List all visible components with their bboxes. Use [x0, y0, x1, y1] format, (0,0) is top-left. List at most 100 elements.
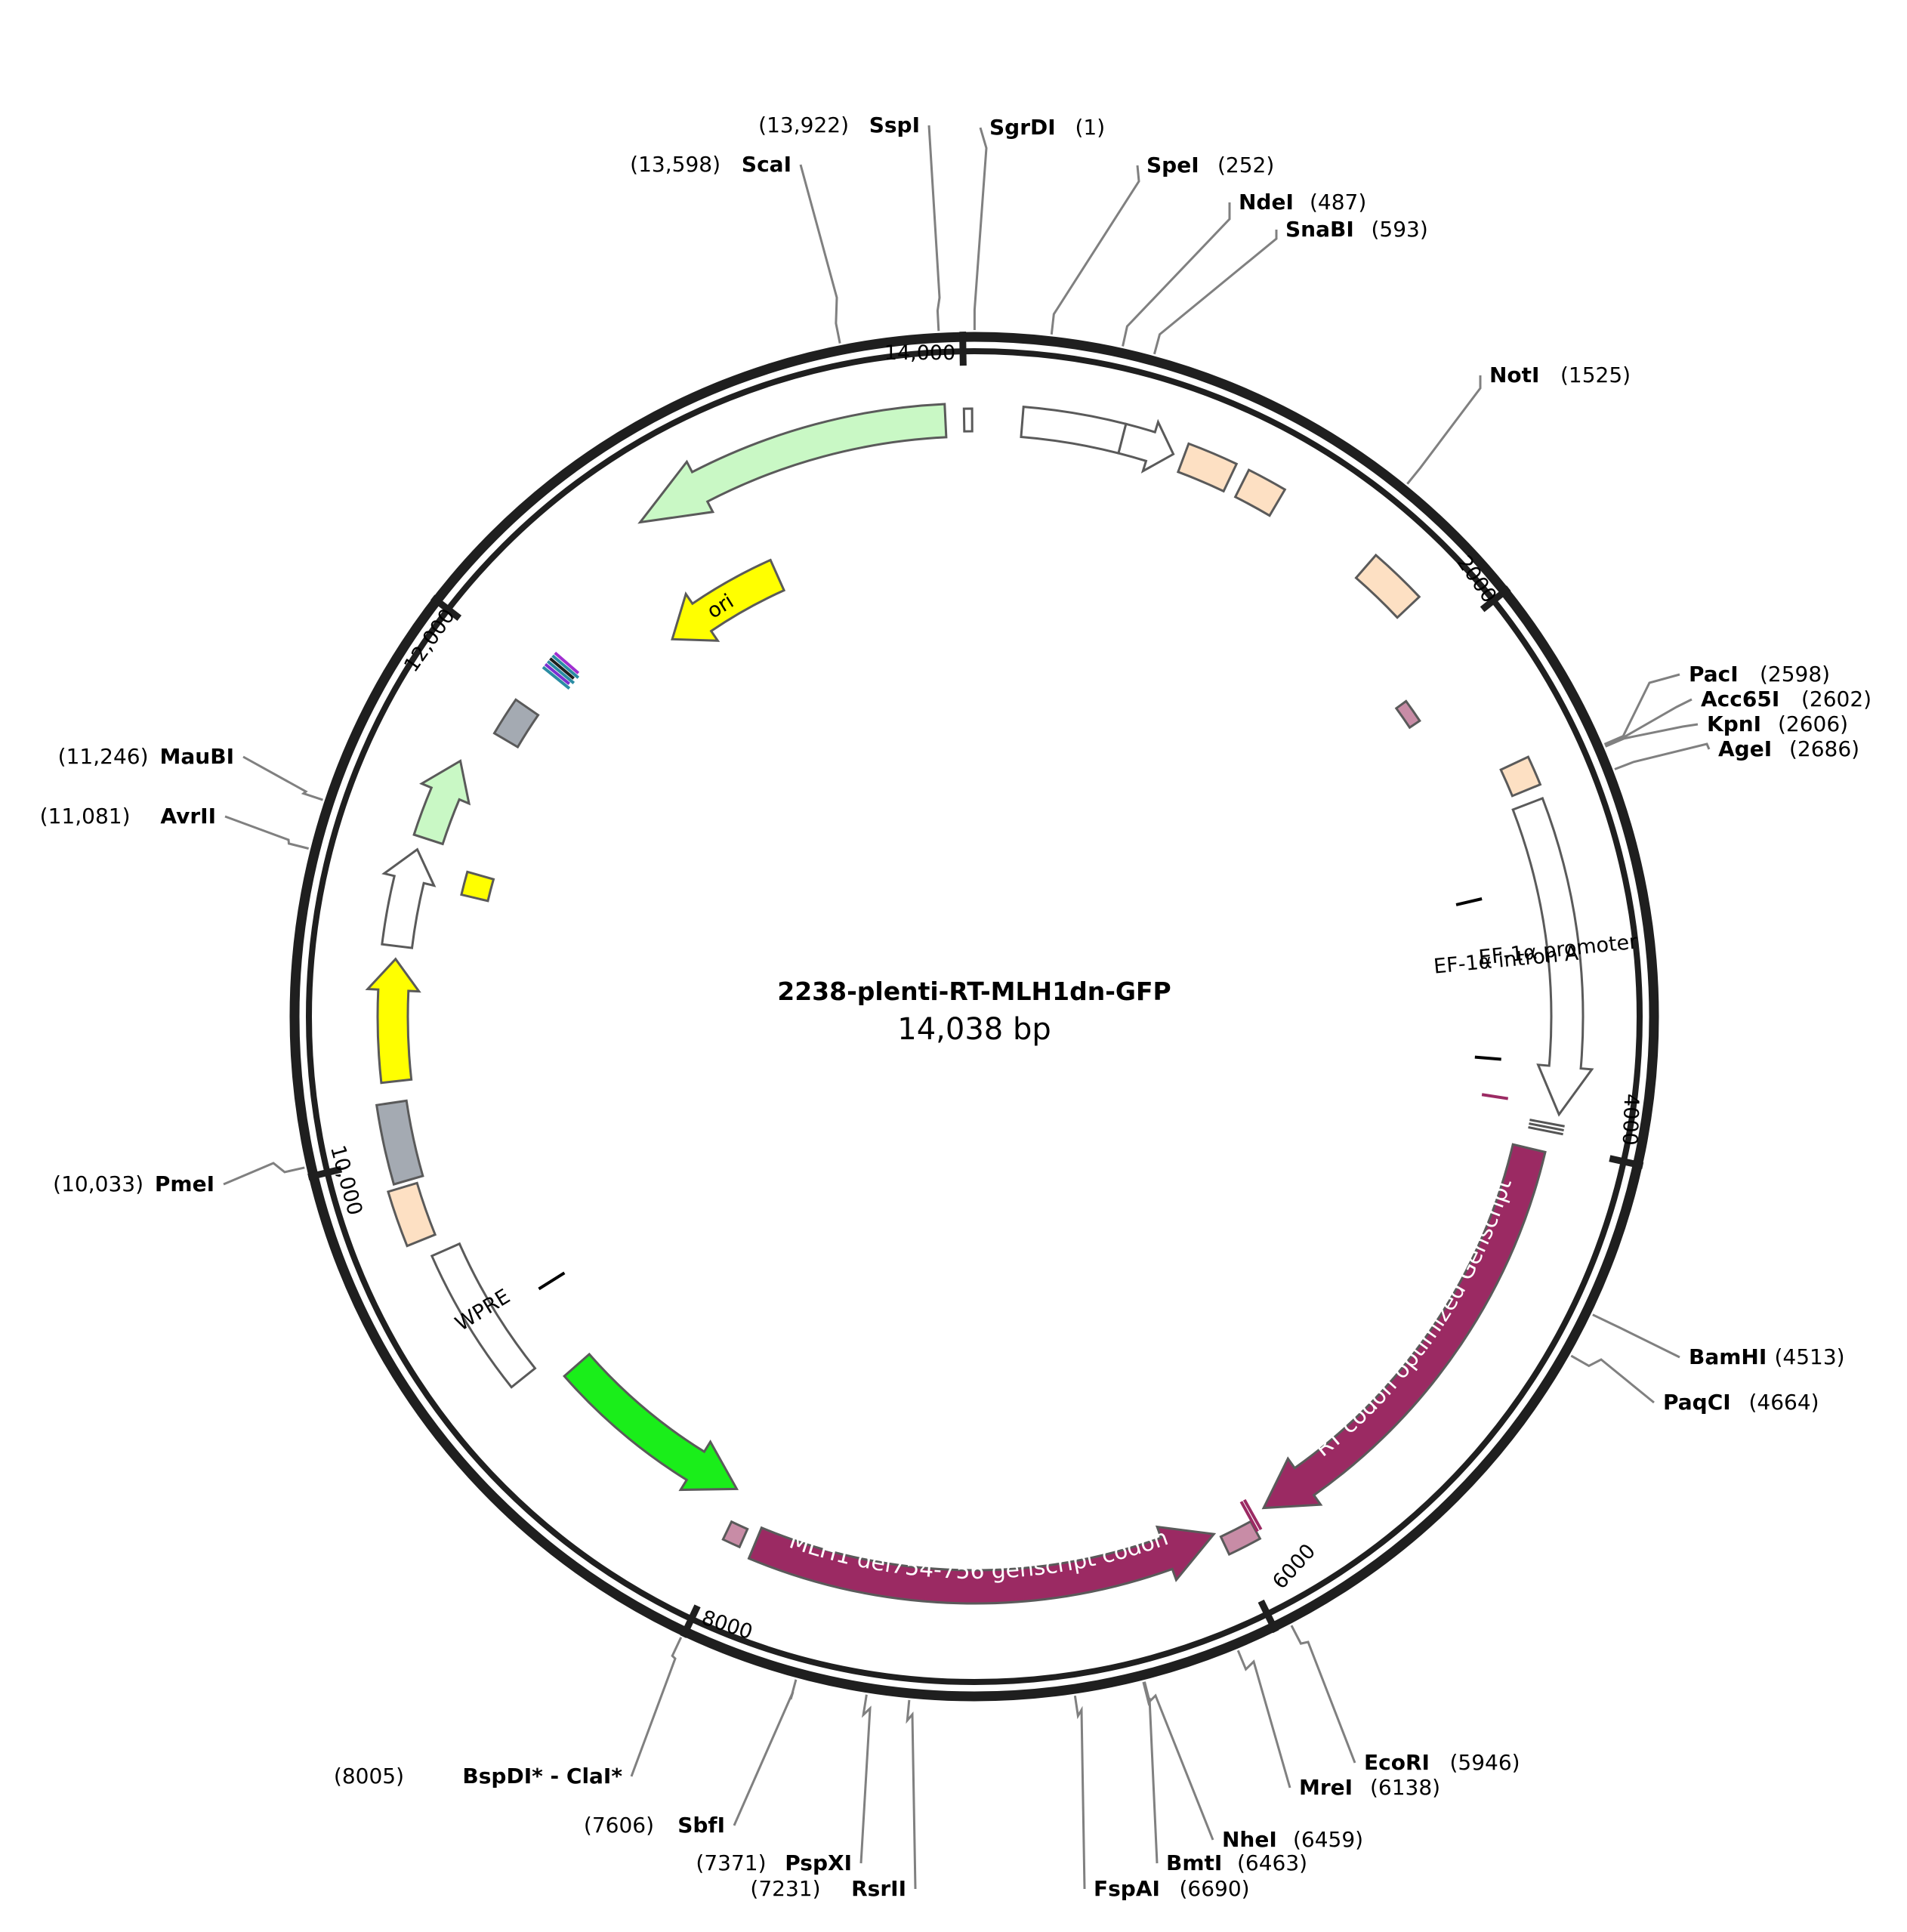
restriction-site-label: BmtI (6463) [1166, 1850, 1307, 1875]
site-leader-line [1050, 165, 1140, 335]
site-name: SspI [869, 113, 920, 137]
site-position: (8005) [334, 1764, 404, 1788]
site-position: (6138) [1370, 1775, 1440, 1800]
tick-mark [1480, 585, 1511, 613]
feature-label-rt: RT codon optimized Genscript [1310, 1175, 1517, 1462]
feature-marker-line [1242, 1498, 1263, 1531]
feature-peach-box [387, 1181, 437, 1248]
restriction-site-label: KpnI (2606) [1707, 711, 1848, 736]
site-position: (4664) [1749, 1390, 1819, 1415]
restriction-site-label: SgrDI(1) [989, 115, 1105, 140]
restriction-site-label: NheI(6459) [1222, 1827, 1363, 1852]
site-name: NdeI [1239, 190, 1294, 214]
tick-label: 14,000 [884, 341, 955, 365]
site-name: MauBI [160, 744, 234, 769]
site-position: (7606) [584, 1813, 654, 1838]
feature-light-green-small-arrow [412, 759, 471, 846]
feature-shapes [365, 403, 1594, 1605]
site-position: (11,081) [40, 804, 131, 829]
site-name: SgrDI [989, 115, 1056, 140]
site-name: PaqCI [1663, 1390, 1731, 1415]
feature-marker-line [1239, 1501, 1259, 1532]
plasmid-size: 14,038 bp [897, 1012, 1051, 1047]
backbone-inner-ring [306, 348, 1643, 1685]
site-leader-line [1142, 1681, 1159, 1864]
feature-peach-box [1233, 468, 1287, 517]
site-position: (252) [1217, 153, 1274, 177]
feature-marker-line [538, 1271, 566, 1291]
site-leader-line [927, 125, 941, 332]
site-leader-line [859, 1694, 872, 1864]
restriction-site-label: NdeI(487) [1239, 190, 1366, 214]
site-name: RsrII [851, 1876, 906, 1901]
site-name: PspXI [785, 1850, 852, 1875]
feature-ori [671, 558, 786, 642]
restriction-site-label: SspI(13,922) [758, 113, 920, 137]
restriction-site-label: SpeI(252) [1146, 153, 1274, 177]
restriction-site-label: PaqCI (4664) [1663, 1390, 1819, 1415]
restriction-site-label: RsrII(7231) [750, 1876, 906, 1901]
tick-mark [680, 1604, 701, 1638]
site-name: KpnI [1707, 711, 1761, 736]
site-position: (2598) [1760, 662, 1830, 687]
restriction-site-label: ScaI(13,598) [630, 152, 791, 177]
feature-mlh1-del754-756 [747, 1525, 1217, 1605]
feature-white-tiny-arrow [962, 407, 974, 433]
feature-peach-box [1176, 442, 1239, 493]
small-features [538, 651, 1565, 1532]
tick-label: 6000 [1268, 1539, 1320, 1594]
restriction-site-label: BspDI* - ClaI* (8005) [334, 1764, 622, 1788]
restriction-sites: SgrDI(1)SpeI(252)NdeI(487)SnaBI(593)NotI… [40, 113, 1872, 1901]
backbone-outer-ring [289, 332, 1659, 1702]
site-name: NheI [1222, 1827, 1277, 1852]
restriction-site-label: EcoRI(5946) [1364, 1750, 1520, 1775]
restriction-site-label: AgeI(2686) [1718, 736, 1859, 761]
restriction-site-label: MreI (6138) [1299, 1775, 1440, 1800]
site-leader-line [1614, 742, 1711, 770]
restriction-site-label: PacI (2598) [1689, 662, 1830, 687]
site-name: ScaI [742, 152, 791, 177]
site-name: BspDI* - ClaI* [462, 1764, 622, 1788]
feature-marker-line [1529, 1122, 1564, 1131]
site-position: (2606) [1778, 711, 1848, 736]
plasmid-name: 2238-plenti-RT-MLH1dn-GFP [777, 977, 1171, 1006]
site-position: (11,246) [58, 744, 149, 769]
site-leader-line [1605, 723, 1699, 748]
site-position: (5946) [1450, 1750, 1520, 1775]
site-position: (2602) [1801, 687, 1872, 711]
feature-marker-line [1481, 1093, 1509, 1100]
feature-white-arrow-top [1117, 418, 1175, 474]
feature-marker-line [554, 651, 580, 674]
site-position: (1525) [1560, 363, 1631, 387]
site-name: MreI [1299, 1775, 1353, 1800]
site-name: PacI [1689, 662, 1739, 687]
site-position: (593) [1372, 217, 1428, 242]
site-leader-line [1122, 202, 1231, 347]
site-name: FspAI [1094, 1876, 1160, 1901]
feature-yellow-arrow [365, 957, 421, 1085]
feature-white-box-top [1020, 406, 1128, 455]
site-position: (10,033) [53, 1171, 143, 1196]
feature-pink-small [1394, 699, 1421, 730]
tick-mark [430, 594, 462, 621]
feature-rt-codon-optimized [1261, 1143, 1547, 1510]
site-leader-line [1073, 1695, 1086, 1890]
site-name: BmtI [1166, 1850, 1222, 1875]
feature-marker-line [1455, 897, 1483, 906]
site-position: (6463) [1237, 1850, 1307, 1875]
feature-marker-line [1528, 1126, 1563, 1136]
feature-marker-line [542, 665, 571, 690]
site-leader-line [224, 815, 310, 850]
site-leader-line [973, 127, 988, 331]
site-leader-line [1592, 1313, 1680, 1359]
site-position: (4513) [1775, 1344, 1845, 1369]
site-leader-line [1603, 673, 1680, 745]
restriction-site-label: MauBI (11,246) [58, 744, 234, 769]
site-leader-line [1604, 698, 1693, 747]
site-leader-line [1143, 1681, 1214, 1841]
site-leader-line [1236, 1650, 1291, 1788]
restriction-site-label: FspAI (6690) [1094, 1876, 1250, 1901]
site-leader-line [1406, 375, 1482, 485]
site-position: (6690) [1180, 1876, 1250, 1901]
